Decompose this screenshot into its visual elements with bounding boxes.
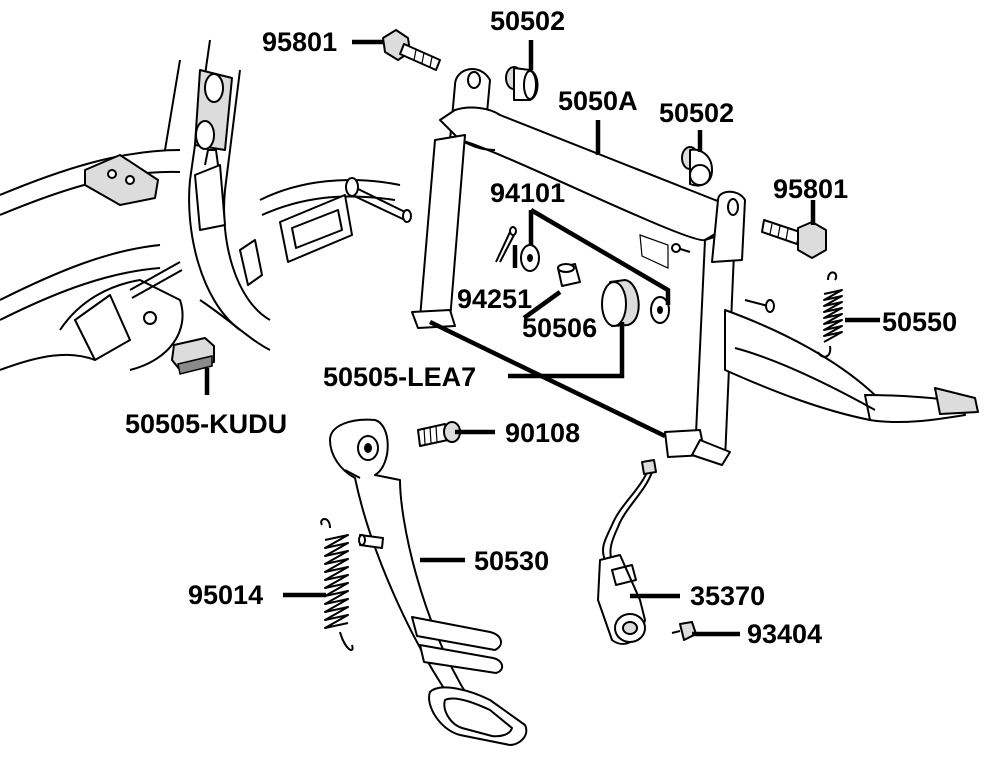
leader-lines [204,39,880,637]
scooter-frame [0,39,412,371]
label-50505-lea7: 50505-LEA7 [323,362,477,392]
rubber-bush-lea7 [601,279,640,327]
label-50502-mid: 50502 [659,98,735,128]
main-stand [411,68,979,466]
label-50502-top: 50502 [490,6,566,36]
label-95014: 95014 [188,580,264,610]
label-95801-top: 95801 [262,27,338,57]
washer-94101 [520,244,670,324]
label-5050A: 5050A [558,86,638,116]
pin-50506 [557,263,581,287]
side-stand-50530 [329,418,528,746]
sidestand-switch-35370 [597,459,657,645]
spring-95014 [320,518,354,652]
rubber-stopper-kudu [171,337,215,375]
collar-50502-mid [681,146,713,187]
label-35370: 35370 [690,581,766,611]
label-93404: 93404 [747,619,823,649]
label-94101: 94101 [490,178,566,208]
screw-93404 [671,621,697,641]
label-50506: 50506 [522,313,598,343]
label-50530: 50530 [474,546,550,576]
cotter-pin-94251 [495,226,517,263]
collar-50502-top [505,66,539,101]
label-95801-right: 95801 [773,174,849,204]
label-50550: 50550 [882,307,958,337]
spring-50550 [817,271,843,358]
bolt-95801-right [761,219,827,259]
label-50505-kudu: 50505-KUDU [125,409,288,439]
bolt-95801-top [382,29,441,71]
label-90108: 90108 [505,418,581,448]
label-94251: 94251 [457,284,533,314]
bolt-90108 [417,421,461,447]
